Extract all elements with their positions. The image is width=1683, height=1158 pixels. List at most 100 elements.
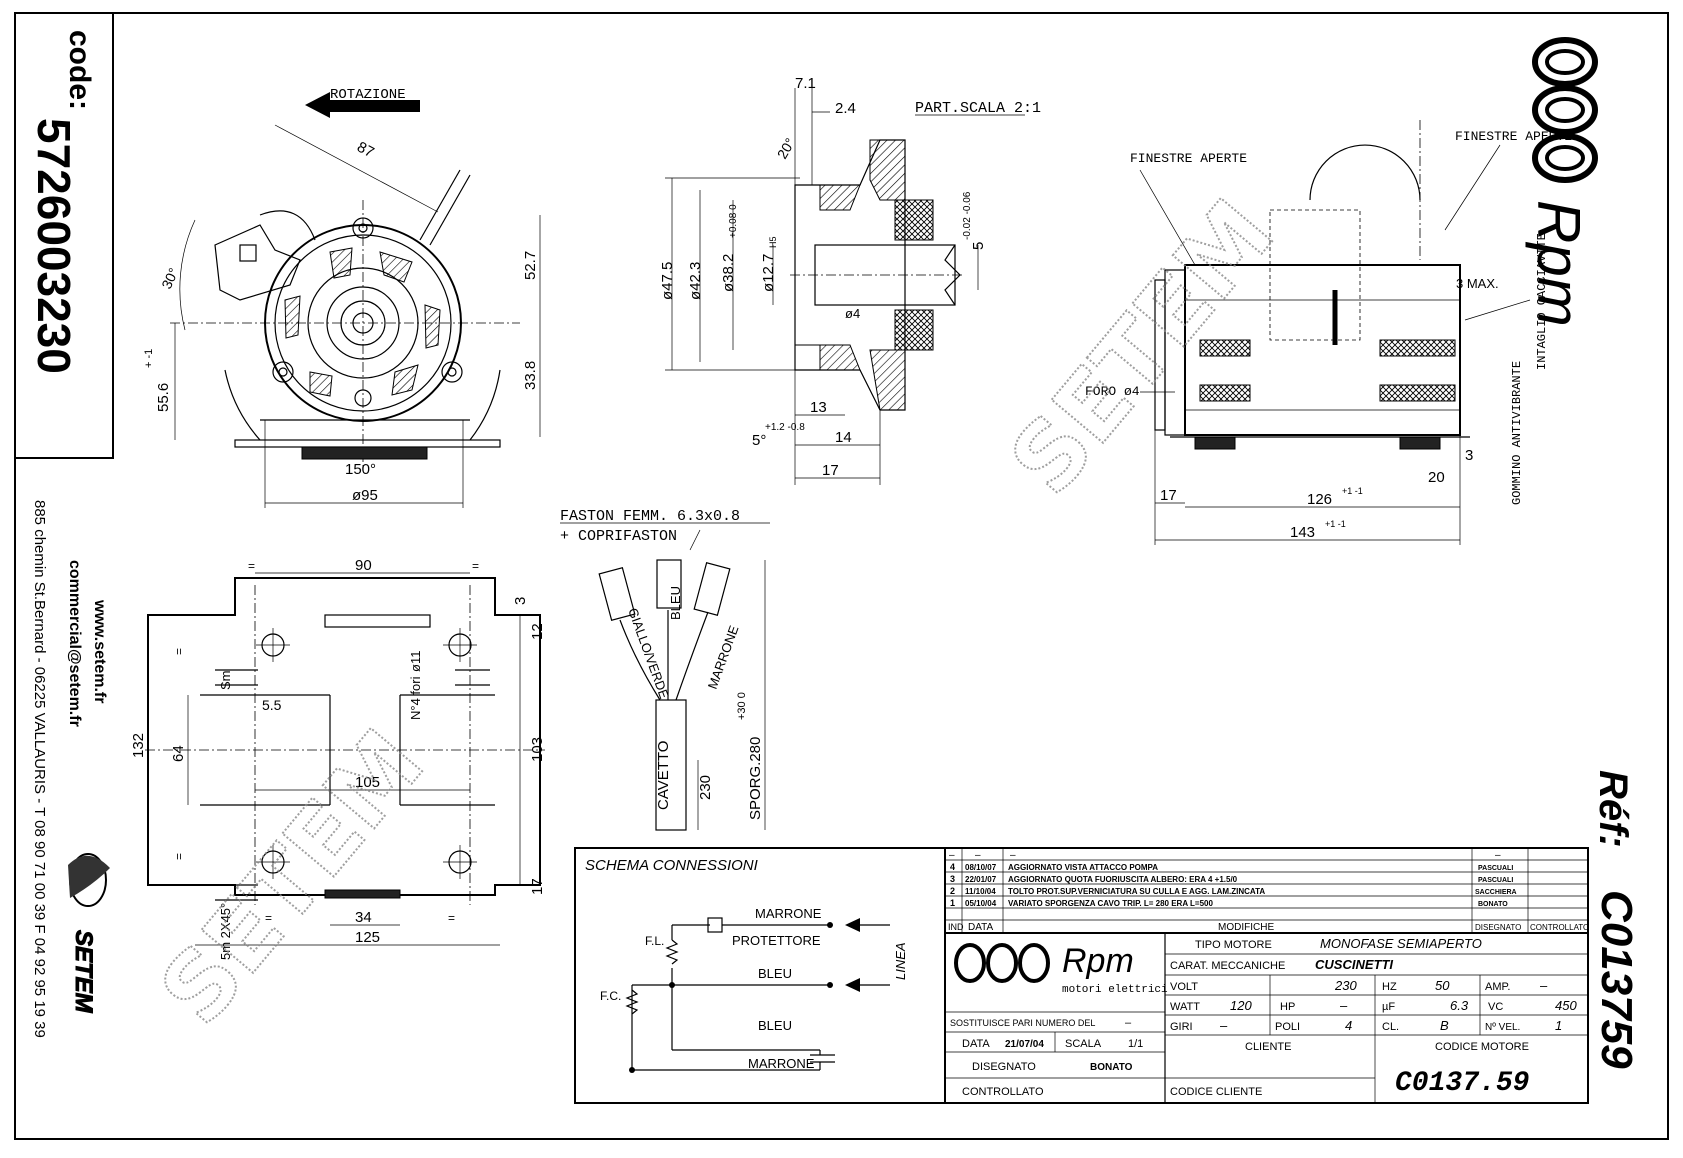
dim-side-126-tol: +1 -1 bbox=[1342, 486, 1363, 496]
rev-head-modifiche: MODIFICHE bbox=[1218, 922, 1274, 933]
dim-42-3: ø42.3 bbox=[687, 262, 704, 300]
dim-30deg: 30° bbox=[158, 265, 181, 291]
dim-38-2-tol: +0.08 0 bbox=[728, 204, 739, 238]
section-title: PART.SCALA 2:1 bbox=[915, 100, 1041, 117]
rev-head-controllato: CONTROLLATO bbox=[1530, 923, 1589, 932]
title-logo-sub: motori elettrici bbox=[1062, 984, 1168, 996]
dim-side-17: 17 bbox=[1160, 487, 1177, 504]
company-website: www.setem.fr bbox=[91, 599, 108, 703]
dim-13: 13 bbox=[810, 399, 827, 416]
value-poli: 4 bbox=[1345, 1018, 1352, 1033]
setem-logo-text: SETEM bbox=[70, 930, 97, 1014]
label-gommino: GOMMINO ANTIVIBRANTE bbox=[1510, 361, 1524, 505]
label-disegnato: DISEGNATO bbox=[972, 1061, 1036, 1073]
rpm-brand-logo: Rpm bbox=[1525, 37, 1598, 327]
rev-row-date: 11/10/04 bbox=[965, 887, 996, 896]
wire-label-bleu: BLEU bbox=[668, 586, 683, 620]
company-address: 885 chemin St.Bernard - 06225 VALLAURIS … bbox=[31, 500, 48, 1038]
dim-side-20: 20 bbox=[1428, 469, 1445, 486]
label-watt: WATT bbox=[1170, 1001, 1200, 1013]
label-vc: VC bbox=[1488, 1001, 1503, 1013]
dim-side-3: 3 bbox=[1465, 447, 1473, 464]
dim-20deg: 20° bbox=[774, 135, 798, 161]
dim-33-8: 33.8 bbox=[522, 361, 539, 390]
rev-row-text: VARIATO SPORGENZA CAVO TRIP. L= 280 ERA … bbox=[1008, 899, 1213, 908]
dim-side-143-tol: +1 -1 bbox=[1325, 519, 1346, 529]
dim-52-7: 52.7 bbox=[522, 251, 539, 280]
wire-label-marrone: MARRONE bbox=[705, 623, 742, 691]
dim-87: 87 bbox=[354, 139, 377, 162]
label-sostituisce: SOSTITUISCE PARI NUMERO DEL bbox=[950, 1018, 1095, 1028]
label-nvel: Nº VEL. bbox=[1485, 1022, 1520, 1033]
dim-55-6-tol: + -1 bbox=[143, 349, 155, 368]
label-giri: GIRI bbox=[1170, 1021, 1193, 1033]
rev-head-ind: IND bbox=[948, 922, 964, 932]
dim-base-chamfer: 5m 2X45° bbox=[218, 903, 233, 960]
value-giri: – bbox=[1220, 1018, 1228, 1033]
value-codice-motore: C0137.59 bbox=[1395, 1068, 1529, 1099]
rev-row-date: 05/10/04 bbox=[965, 899, 997, 908]
dim-base-eq1: = bbox=[248, 559, 255, 573]
rev-row-date: 22/01/07 bbox=[965, 875, 997, 884]
label-codice-motore: CODICE MOTORE bbox=[1435, 1041, 1529, 1053]
label-poli: POLI bbox=[1275, 1021, 1300, 1033]
code-number: 5726003230 bbox=[28, 118, 80, 374]
rev-row-n: 2 bbox=[950, 886, 955, 896]
label-amp: AMP. bbox=[1485, 981, 1510, 993]
value-data: 21/07/04 bbox=[1005, 1039, 1044, 1050]
label-carat: CARAT. MECCANICHE bbox=[1170, 960, 1285, 972]
side-view: FINESTRE APERTE FINESTRE APERTE INTAGLIO… bbox=[1085, 120, 1572, 545]
rev-dash-4: – bbox=[1495, 850, 1501, 861]
dim-12-7: ø12.7 bbox=[760, 254, 777, 292]
schema-bleu: BLEU bbox=[758, 966, 792, 981]
value-hp: – bbox=[1340, 998, 1348, 1013]
label-intaglio: INTAGLIO CACCIAVITE bbox=[1535, 233, 1549, 370]
title-rpm-coil-icon bbox=[954, 943, 1050, 983]
rev-row-by: PASCUALI bbox=[1478, 877, 1513, 884]
rotation-arrow-icon bbox=[305, 92, 420, 118]
dim-5deg-tol: +1.2 -0.8 bbox=[765, 422, 805, 433]
dim-base-11: ø11 bbox=[408, 651, 423, 672]
dim-5-tol: -0.02 -0.06 bbox=[962, 191, 973, 240]
dim-95: ø95 bbox=[352, 487, 378, 504]
label-cl: CL. bbox=[1382, 1021, 1399, 1033]
faston-label: FASTON FEMM. 6.3x0.8 bbox=[560, 508, 740, 525]
rotation-label: ROTAZIONE bbox=[330, 87, 406, 103]
cable-230: 230 bbox=[697, 775, 714, 800]
setem-watermarks: SETEM SETEM bbox=[139, 179, 1296, 1045]
value-volt: 230 bbox=[1334, 978, 1357, 993]
value-amp: – bbox=[1540, 978, 1548, 993]
value-vc: 450 bbox=[1555, 998, 1577, 1013]
dim-side-143: 143 bbox=[1290, 524, 1315, 541]
dim-base-132: 132 bbox=[130, 733, 147, 758]
label-codice-cliente: CODICE CLIENTE bbox=[1170, 1086, 1262, 1098]
dim-base-34: 34 bbox=[355, 909, 372, 926]
value-nvel: 1 bbox=[1555, 1018, 1562, 1033]
rev-row-text: TOLTO PROT.SUP.VERNICIATURA SU CULLA E A… bbox=[1008, 887, 1265, 896]
code-label: code: bbox=[63, 30, 96, 110]
company-info: www.setem.fr commercial@setem.fr 885 che… bbox=[31, 500, 110, 1038]
rev-row-n: 1 bbox=[950, 898, 955, 908]
dim-14: 14 bbox=[835, 429, 852, 446]
dim-base-17: 17 bbox=[529, 878, 546, 895]
dim-55-6: 55.6 bbox=[155, 383, 172, 412]
label-uf: µF bbox=[1382, 1001, 1395, 1013]
dim-7-1: 7.1 bbox=[795, 75, 816, 92]
rev-row-date: 08/10/07 bbox=[965, 863, 997, 872]
label-controllato: CONTROLLATO bbox=[962, 1086, 1044, 1098]
label-3max: 3 MAX. bbox=[1456, 276, 1499, 291]
value-disegnato: BONATO bbox=[1090, 1062, 1133, 1073]
rev-row-by: PASCUALI bbox=[1478, 865, 1513, 872]
rpm-logo-text: Rpm bbox=[1525, 200, 1592, 327]
dim-17: 17 bbox=[822, 462, 839, 479]
revisions-table: – – – – 4 08/10/07 AGGIORNATO VISTA ATTA… bbox=[944, 847, 1589, 934]
schema-title: SCHEMA CONNESSIONI bbox=[585, 857, 758, 874]
dim-47-5: ø47.5 bbox=[659, 262, 676, 300]
label-finestre-right: FINESTRE APERTE bbox=[1455, 129, 1572, 144]
sheet-border bbox=[14, 12, 1669, 1140]
dim-base-eq5: = bbox=[448, 911, 455, 925]
label-hz: HZ bbox=[1382, 981, 1397, 993]
dim-base-64: 64 bbox=[170, 745, 187, 762]
rev-dash-1: – bbox=[949, 850, 955, 861]
